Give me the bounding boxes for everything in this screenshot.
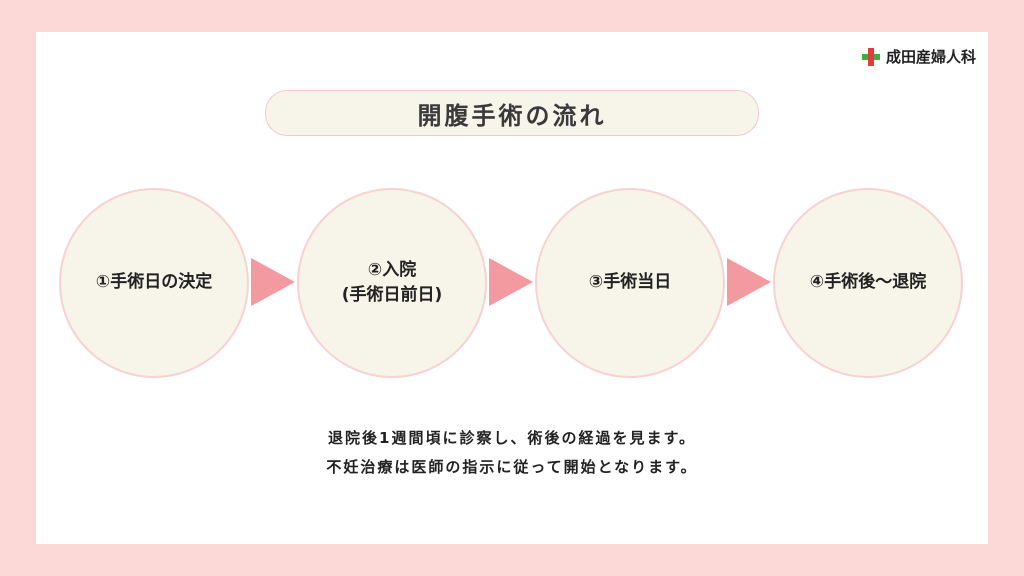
page-title: 開腹手術の流れ: [265, 90, 759, 136]
content-card: 成田産婦人科 開腹手術の流れ ①手術日の決定 ②入院 (手術日前日) ③手術当日…: [36, 32, 988, 544]
flow-arrow-1: [251, 258, 295, 306]
step-2-sublabel: (手術日前日): [341, 285, 443, 305]
flow-arrow-3: [727, 258, 771, 306]
step-4-label: ④手術後～退院: [809, 272, 927, 293]
step-1-label: ①手術日の決定: [95, 272, 213, 293]
note-line-1: 退院後1週間頃に診察し、術後の経過を見ます。: [328, 429, 696, 447]
clinic-name: 成田産婦人科: [885, 48, 976, 66]
step-2-label: ②入院: [367, 259, 417, 280]
step-3-circle: ③手術当日: [535, 188, 725, 378]
flow-arrow-2: [489, 258, 533, 306]
flow-diagram: ①手術日の決定 ②入院 (手術日前日) ③手術当日 ④手術後～退院: [36, 32, 988, 544]
step-4-circle: ④手術後～退院: [773, 188, 963, 378]
clinic-logo: 成田産婦人科: [861, 46, 976, 67]
note-line-2: 不妊治療は医師の指示に従って開始となります。: [326, 457, 698, 476]
step-2-circle: ②入院 (手術日前日): [297, 188, 487, 378]
step-3-label: ③手術当日: [588, 272, 672, 293]
notes-text: 退院後1週間頃に診察し、術後の経過を見ます。 不妊治療は医師の指示に従って開始と…: [36, 424, 988, 481]
medical-cross-icon: [861, 47, 880, 66]
step-1-circle: ①手術日の決定: [59, 188, 249, 378]
